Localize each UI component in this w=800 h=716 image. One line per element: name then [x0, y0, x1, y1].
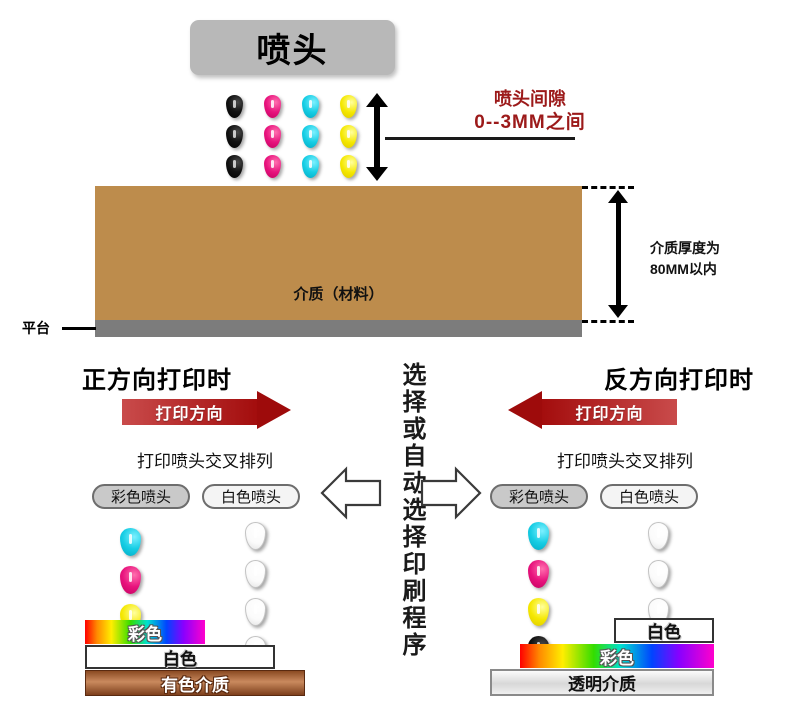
- gap-double-arrow-icon: [366, 93, 388, 181]
- ink-drop-magenta: [264, 155, 281, 178]
- ink-drop-cyan: [120, 528, 141, 556]
- ink-drop-yellow: [340, 155, 357, 178]
- panel-reverse-printing: 反方向打印时 打印方向 打印喷头交叉排列 彩色喷头 白色喷头: [442, 360, 772, 509]
- pill-color-nozzle: 彩色喷头: [490, 484, 588, 509]
- panel-forward-printing: 正方向打印时 打印方向 打印喷头交叉排列 彩色喷头 白色喷头: [62, 360, 392, 509]
- reverse-layer-color: 彩色: [520, 644, 714, 668]
- gap-annotation-line2: 0--3MM之间: [474, 111, 586, 133]
- pill-white-nozzle: 白色喷头: [202, 484, 300, 509]
- panel-reverse-arrange-text: 打印喷头交叉排列: [557, 452, 693, 471]
- ink-drop-yellow: [340, 125, 357, 148]
- ink-drop-cyan: [302, 95, 319, 118]
- ink-drop-black: [226, 155, 243, 178]
- ink-drop-white: [648, 522, 669, 550]
- center-vertical-text: 选择或自动选择印刷程序: [398, 362, 425, 659]
- ink-drop-magenta: [264, 95, 281, 118]
- pill-color-nozzle: 彩色喷头: [92, 484, 190, 509]
- direction-bar: 打印方向: [542, 399, 677, 425]
- panel-forward-nozzle-pills: 彩色喷头 白色喷头: [62, 484, 392, 509]
- gap-annotation: 喷头间隙 0--3MM之间: [440, 88, 620, 134]
- ink-drop-white: [245, 598, 266, 626]
- branch-arrow-left-icon: [320, 462, 382, 524]
- gap-reference-line: [385, 137, 575, 140]
- ink-drop-cyan: [302, 125, 319, 148]
- platform-bar: [95, 320, 582, 337]
- reverse-layer-white: 白色: [614, 618, 714, 643]
- printhead-box: 喷头: [190, 20, 395, 75]
- ink-drop-black: [226, 125, 243, 148]
- thickness-guide-bottom: [582, 320, 634, 323]
- medium-label: 介质（材料）: [293, 286, 384, 303]
- forward-layer-color: 彩色: [85, 620, 205, 644]
- ink-drop-cyan: [302, 155, 319, 178]
- ink-drop-yellow: [120, 604, 141, 632]
- ink-drop-magenta: [264, 125, 281, 148]
- platform-leader-line: [62, 327, 96, 330]
- ink-drop-white: [648, 560, 669, 588]
- branch-arrow-right-icon: [420, 462, 482, 524]
- ink-drop-white: [648, 598, 669, 626]
- panel-forward-arrange-text: 打印喷头交叉排列: [137, 452, 273, 471]
- thickness-line2: 80MM以内: [650, 261, 717, 277]
- pill-white-nozzle: 白色喷头: [600, 484, 698, 509]
- reverse-white-drop-column: [648, 522, 669, 636]
- ink-drop-white: [245, 560, 266, 588]
- ink-drop-yellow: [528, 598, 549, 626]
- forward-layer-white: 白色: [85, 645, 275, 669]
- thickness-line1: 介质厚度为: [650, 240, 720, 256]
- direction-label: 打印方向: [155, 406, 224, 423]
- ink-drop-grid: [226, 95, 378, 185]
- forward-layer-medium: 有色介质: [85, 670, 305, 696]
- panel-reverse-title: 反方向打印时: [604, 367, 754, 394]
- direction-arrow-left-icon: [508, 391, 542, 429]
- panel-reverse-direction-banner: 打印方向: [442, 391, 772, 429]
- forward-color-drop-column: [120, 528, 141, 642]
- thickness-double-arrow-icon: [608, 190, 630, 318]
- direction-arrow-right-icon: [257, 391, 291, 429]
- direction-bar: 打印方向: [122, 399, 257, 425]
- panel-reverse-nozzle-pills: 彩色喷头 白色喷头: [442, 484, 772, 509]
- ink-drop-white: [245, 522, 266, 550]
- thickness-guide-top: [582, 186, 634, 189]
- reverse-layer-medium: 透明介质: [490, 669, 714, 696]
- ink-drop-black: [226, 95, 243, 118]
- platform-label: 平台: [22, 320, 50, 336]
- thickness-annotation: 介质厚度为 80MM以内: [650, 238, 720, 280]
- medium-block: 介质（材料）: [95, 186, 582, 320]
- panel-forward-direction-banner: 打印方向: [62, 391, 392, 429]
- ink-drop-magenta: [528, 560, 549, 588]
- direction-label: 打印方向: [575, 406, 644, 423]
- panel-forward-title: 正方向打印时: [82, 367, 232, 394]
- gap-annotation-line1: 喷头间隙: [494, 89, 566, 109]
- ink-drop-cyan: [528, 522, 549, 550]
- ink-drop-yellow: [340, 95, 357, 118]
- printhead-label: 喷头: [256, 32, 329, 70]
- ink-drop-magenta: [120, 566, 141, 594]
